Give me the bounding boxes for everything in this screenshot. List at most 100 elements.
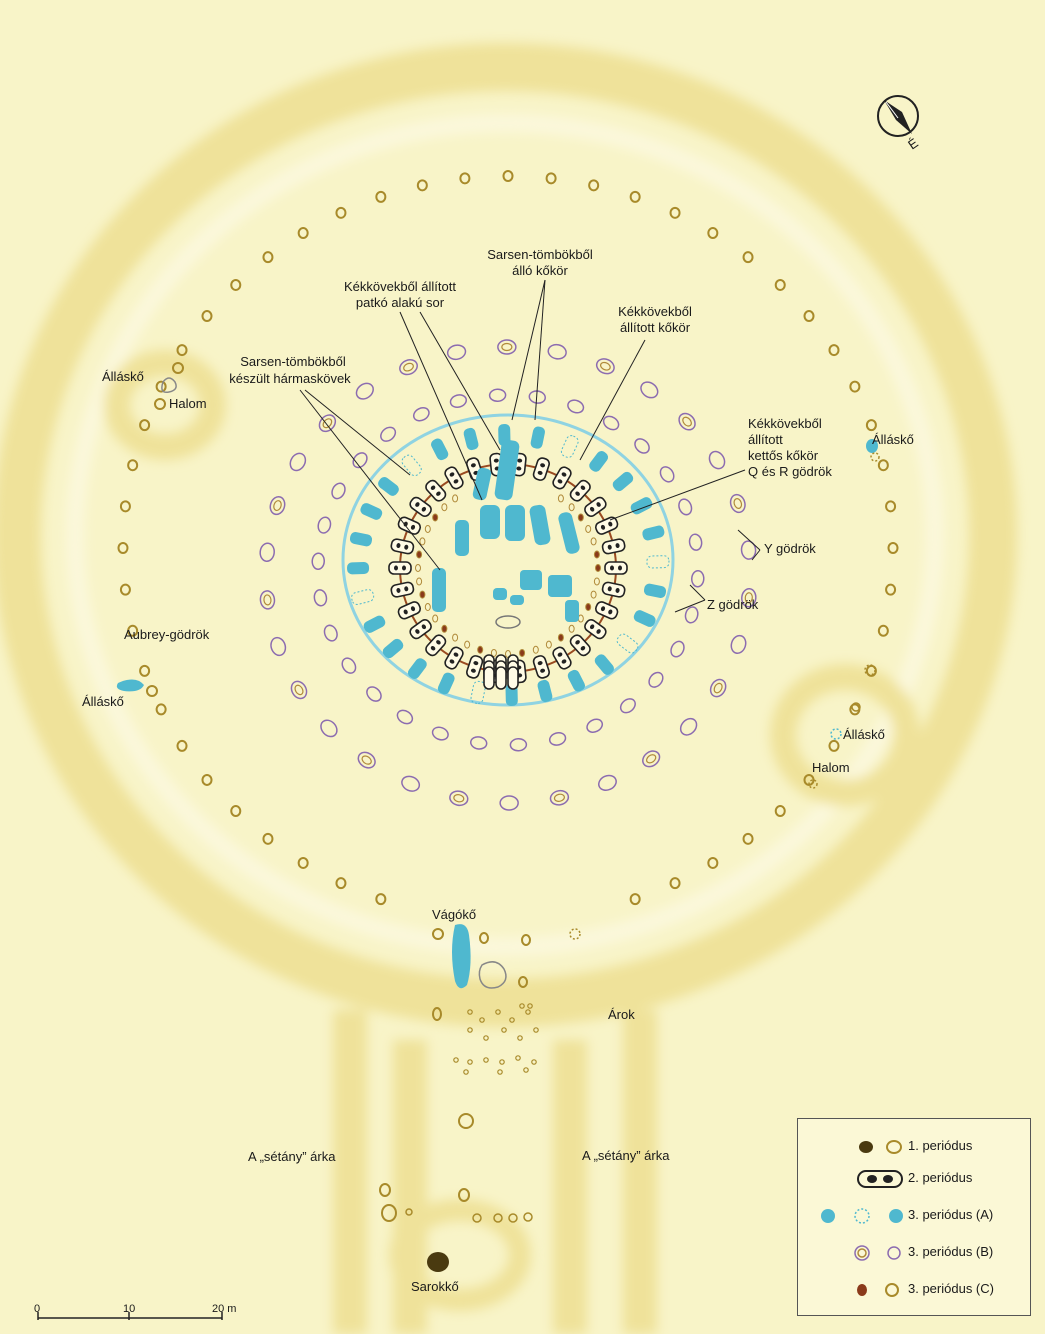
- sarsen-stone: [388, 561, 412, 575]
- sarsen-dot: [575, 491, 580, 496]
- label-bluestone-circle-2: állított kőkör: [620, 320, 691, 335]
- y-hole-inner: [553, 793, 565, 802]
- sarsen-dot: [561, 659, 567, 664]
- sarsen-outline: [397, 516, 422, 535]
- horseshoe-stone: [415, 564, 421, 572]
- z-hole: [678, 498, 693, 516]
- sarsen-outline: [390, 581, 415, 598]
- z-hole: [670, 640, 685, 658]
- legend-row-period-3a: 3. periódus (A): [798, 1204, 1030, 1228]
- sarsen-dot: [607, 544, 612, 550]
- posthole: [467, 1059, 473, 1065]
- label-horseshoe-1: Kékkövekből állított: [344, 279, 456, 294]
- horseshoe-stone: [595, 564, 601, 572]
- bluestone: [567, 669, 585, 692]
- trilithon-pair: [507, 666, 519, 690]
- y-hole: [357, 751, 376, 769]
- bluestone: [360, 503, 383, 520]
- sarsen-dot: [589, 624, 595, 630]
- label-bluestone-circle-1: Kékkövekből: [618, 304, 692, 319]
- posthole: [501, 1027, 507, 1033]
- bluestone: [351, 589, 375, 605]
- sarsen-dot: [610, 565, 614, 571]
- label-trilithons-2: készült hármaskövek: [229, 371, 351, 386]
- sarsen-dot: [575, 640, 580, 645]
- label-double-circle-4: Q és R gödrök: [748, 464, 832, 479]
- horseshoe-stone: [432, 614, 439, 623]
- aubrey-hole: [849, 380, 861, 393]
- sarsen-dot: [404, 586, 409, 592]
- aubrey-hole: [155, 703, 167, 716]
- posthole: [499, 1059, 505, 1065]
- aubrey-hole: [502, 170, 514, 182]
- sarsen-dot: [600, 606, 606, 612]
- y-hole: [730, 634, 747, 655]
- label-station-nw: Álláskő: [102, 369, 144, 384]
- y-hole: [547, 343, 567, 360]
- bluestone: [431, 438, 449, 461]
- label-double-circle-1: Kékkövekből: [748, 416, 822, 431]
- slaughter-stone-area: [432, 924, 581, 1021]
- aubrey-hole: [774, 278, 786, 291]
- legend-row-period-1: 1. periódus: [798, 1135, 1030, 1159]
- label-y-holes: Y gödrök: [764, 541, 816, 556]
- horseshoe-stone: [568, 624, 575, 633]
- y-hole: [679, 717, 698, 736]
- label-double-circle-2: állított: [748, 432, 783, 447]
- trilithon-pair: [495, 666, 507, 690]
- aubrey-hole: [262, 251, 274, 264]
- legend: 1. periódus 2. periódus 3. periódus (A) …: [797, 1118, 1031, 1316]
- aubrey-hole: [335, 877, 347, 890]
- sarsen-dot: [580, 646, 586, 651]
- sarsen-dot: [557, 479, 563, 484]
- compass-letter: É: [905, 135, 921, 152]
- horseshoe-stone: [557, 494, 564, 503]
- map-labels: Sarsen-tömbökből álló kőkör Kékkövekből …: [82, 247, 914, 1294]
- z-hole: [331, 482, 346, 500]
- z-hole: [380, 426, 397, 442]
- sarsen-outline: [425, 479, 447, 502]
- y-hole-inner: [294, 684, 304, 696]
- z-hole: [396, 709, 414, 725]
- y-hole-inner: [744, 592, 753, 604]
- sarsen-outline: [594, 516, 619, 535]
- sarsen-dot: [449, 659, 455, 664]
- sarsen-dot: [449, 472, 455, 477]
- z-hole: [619, 698, 636, 714]
- posthole: [497, 1069, 503, 1075]
- sarsen-stone: [532, 457, 550, 481]
- sarsen-outline: [444, 466, 464, 490]
- bluestone: [612, 471, 634, 492]
- bluestone: [630, 497, 653, 515]
- sarsen-dot: [421, 506, 427, 512]
- z-holes-ring: [311, 388, 705, 752]
- z-hole: [509, 737, 528, 752]
- y-hole: [740, 540, 757, 560]
- sarsen-outline: [569, 479, 591, 502]
- leader-lines: [299, 279, 761, 613]
- bluestone: [407, 658, 427, 679]
- y-hole-inner: [322, 418, 333, 429]
- sarsen-outline: [594, 601, 619, 620]
- horseshoe-stone: [577, 614, 584, 623]
- posthole: [527, 1003, 533, 1009]
- sarsen-outline: [584, 618, 607, 640]
- posthole: [495, 1009, 501, 1015]
- sarsen-dot: [618, 565, 622, 571]
- sarsen-dot: [608, 609, 613, 615]
- sarsen-stone: [569, 634, 591, 657]
- sarsen-stone: [409, 618, 432, 640]
- legend-symbol-period-3a: [821, 1208, 903, 1224]
- trilithon-pair: [483, 666, 495, 690]
- horseshoe-stone: [416, 577, 423, 586]
- sarsen-dot: [403, 609, 408, 615]
- sarsen-stone: [466, 655, 484, 679]
- posthole: [509, 1017, 515, 1023]
- z-hole: [313, 589, 328, 607]
- aubrey-hole: [117, 542, 129, 554]
- sarsen-dot: [493, 458, 499, 463]
- sarsen-dot: [615, 543, 620, 549]
- sarsen-outline: [552, 466, 572, 490]
- y-hole-inner: [713, 682, 723, 694]
